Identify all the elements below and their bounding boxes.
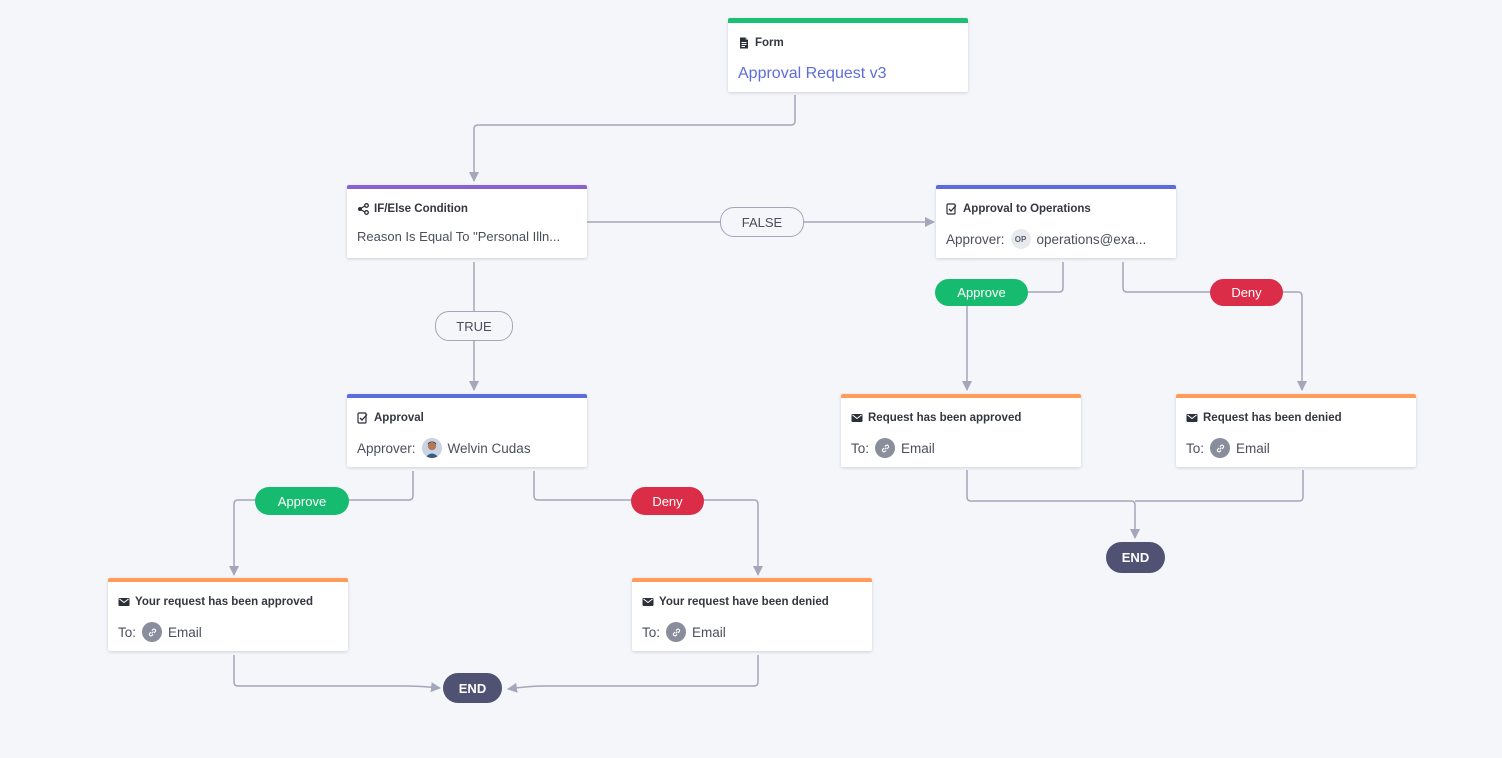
- email-recipient-row: To: Email: [851, 438, 935, 458]
- condition-text: Reason Is Equal To "Personal Illn...: [357, 229, 561, 244]
- branch-icon: [357, 203, 369, 215]
- approval-icon: [357, 412, 369, 424]
- approver-label: Approver:: [357, 440, 416, 456]
- condition-node-header: IF/Else Condition: [357, 203, 468, 215]
- false-branch-label[interactable]: FALSE: [720, 207, 804, 237]
- email-subject: Your request has been approved: [135, 596, 314, 608]
- ops-denied-email-node[interactable]: Request has been denied To: Email: [1176, 394, 1416, 467]
- email-node-header: Your request has been approved: [118, 596, 313, 608]
- envelope-icon: [642, 596, 654, 608]
- recipient-value: Email: [692, 624, 726, 640]
- email-subject: Request has been approved: [868, 412, 1022, 424]
- form-node-title: Approval Request v3: [738, 65, 887, 82]
- approver-name: Welvin Cudas: [447, 440, 531, 456]
- end-node[interactable]: END: [443, 673, 502, 703]
- ops-approval-node[interactable]: Approval to Operations Approver: OP oper…: [936, 185, 1176, 258]
- email-node-header: Your request have been denied: [642, 596, 829, 608]
- email-subject: Your request have been denied: [659, 596, 829, 608]
- avatar: [421, 438, 442, 458]
- link-icon: [142, 622, 163, 642]
- to-label: To:: [118, 624, 137, 640]
- link-icon: [875, 438, 896, 458]
- link-icon: [666, 622, 687, 642]
- recipient-value: Email: [168, 624, 202, 640]
- ops-approval-type: Approval to Operations: [963, 203, 1091, 215]
- approver-email: operations@exa...: [1036, 231, 1147, 247]
- ops-approval-header: Approval to Operations: [946, 203, 1091, 215]
- document-icon: [738, 37, 750, 49]
- recipient-value: Email: [1236, 440, 1270, 456]
- ops-approval-approver-row: Approver: OP operations@exa...: [946, 229, 1146, 249]
- email-subject: Request has been denied: [1203, 412, 1342, 424]
- to-label: To:: [642, 624, 661, 640]
- ops-approved-email-node[interactable]: Request has been approved To: Email: [841, 394, 1081, 467]
- email-node-header: Request has been denied: [1186, 412, 1342, 424]
- link-icon: [1210, 438, 1231, 458]
- email-recipient-row: To: Email: [118, 622, 202, 642]
- envelope-icon: [851, 412, 863, 424]
- approval-node-type: Approval: [374, 412, 424, 424]
- approver-label: Approver:: [946, 231, 1005, 247]
- denied-email-node[interactable]: Your request have been denied To: Email: [632, 578, 872, 651]
- form-node-type: Form: [755, 37, 784, 49]
- envelope-icon: [118, 596, 130, 608]
- approval-node-header: Approval: [357, 412, 424, 424]
- approval-icon: [946, 203, 958, 215]
- to-label: To:: [1186, 440, 1205, 456]
- end-node-ops[interactable]: END: [1106, 542, 1165, 573]
- approve-label[interactable]: Approve: [255, 487, 349, 515]
- form-node-header: Form: [738, 37, 784, 49]
- condition-node[interactable]: IF/Else Condition Reason Is Equal To "Pe…: [347, 185, 587, 258]
- ops-approve-label[interactable]: Approve: [935, 279, 1028, 306]
- deny-label[interactable]: Deny: [631, 487, 704, 515]
- approved-email-node[interactable]: Your request has been approved To: Email: [108, 578, 348, 651]
- recipient-value: Email: [901, 440, 935, 456]
- connector-denied-end: [507, 655, 759, 693]
- connector-ops-approved-end: [966, 470, 1140, 539]
- approval-approver-row: Approver: Welvin Cudas: [357, 438, 531, 458]
- condition-node-text: Reason Is Equal To "Personal Illn...: [357, 229, 560, 244]
- form-node[interactable]: Form Approval Request v3: [728, 18, 968, 92]
- ops-deny-label[interactable]: Deny: [1210, 279, 1283, 306]
- true-branch-label[interactable]: TRUE: [435, 311, 513, 341]
- connector-approved-end: [233, 655, 441, 693]
- approver-initials-avatar: OP: [1010, 229, 1031, 249]
- connector-ops-denied-end: [1135, 470, 1304, 502]
- connector-form-to-condition: [469, 95, 796, 182]
- condition-node-type: IF/Else Condition: [374, 203, 468, 215]
- email-recipient-row: To: Email: [1186, 438, 1270, 458]
- to-label: To:: [851, 440, 870, 456]
- approval-node[interactable]: Approval Approver: Welvin Cudas: [347, 394, 587, 467]
- email-recipient-row: To: Email: [642, 622, 726, 642]
- email-node-header: Request has been approved: [851, 412, 1021, 424]
- envelope-icon: [1186, 412, 1198, 424]
